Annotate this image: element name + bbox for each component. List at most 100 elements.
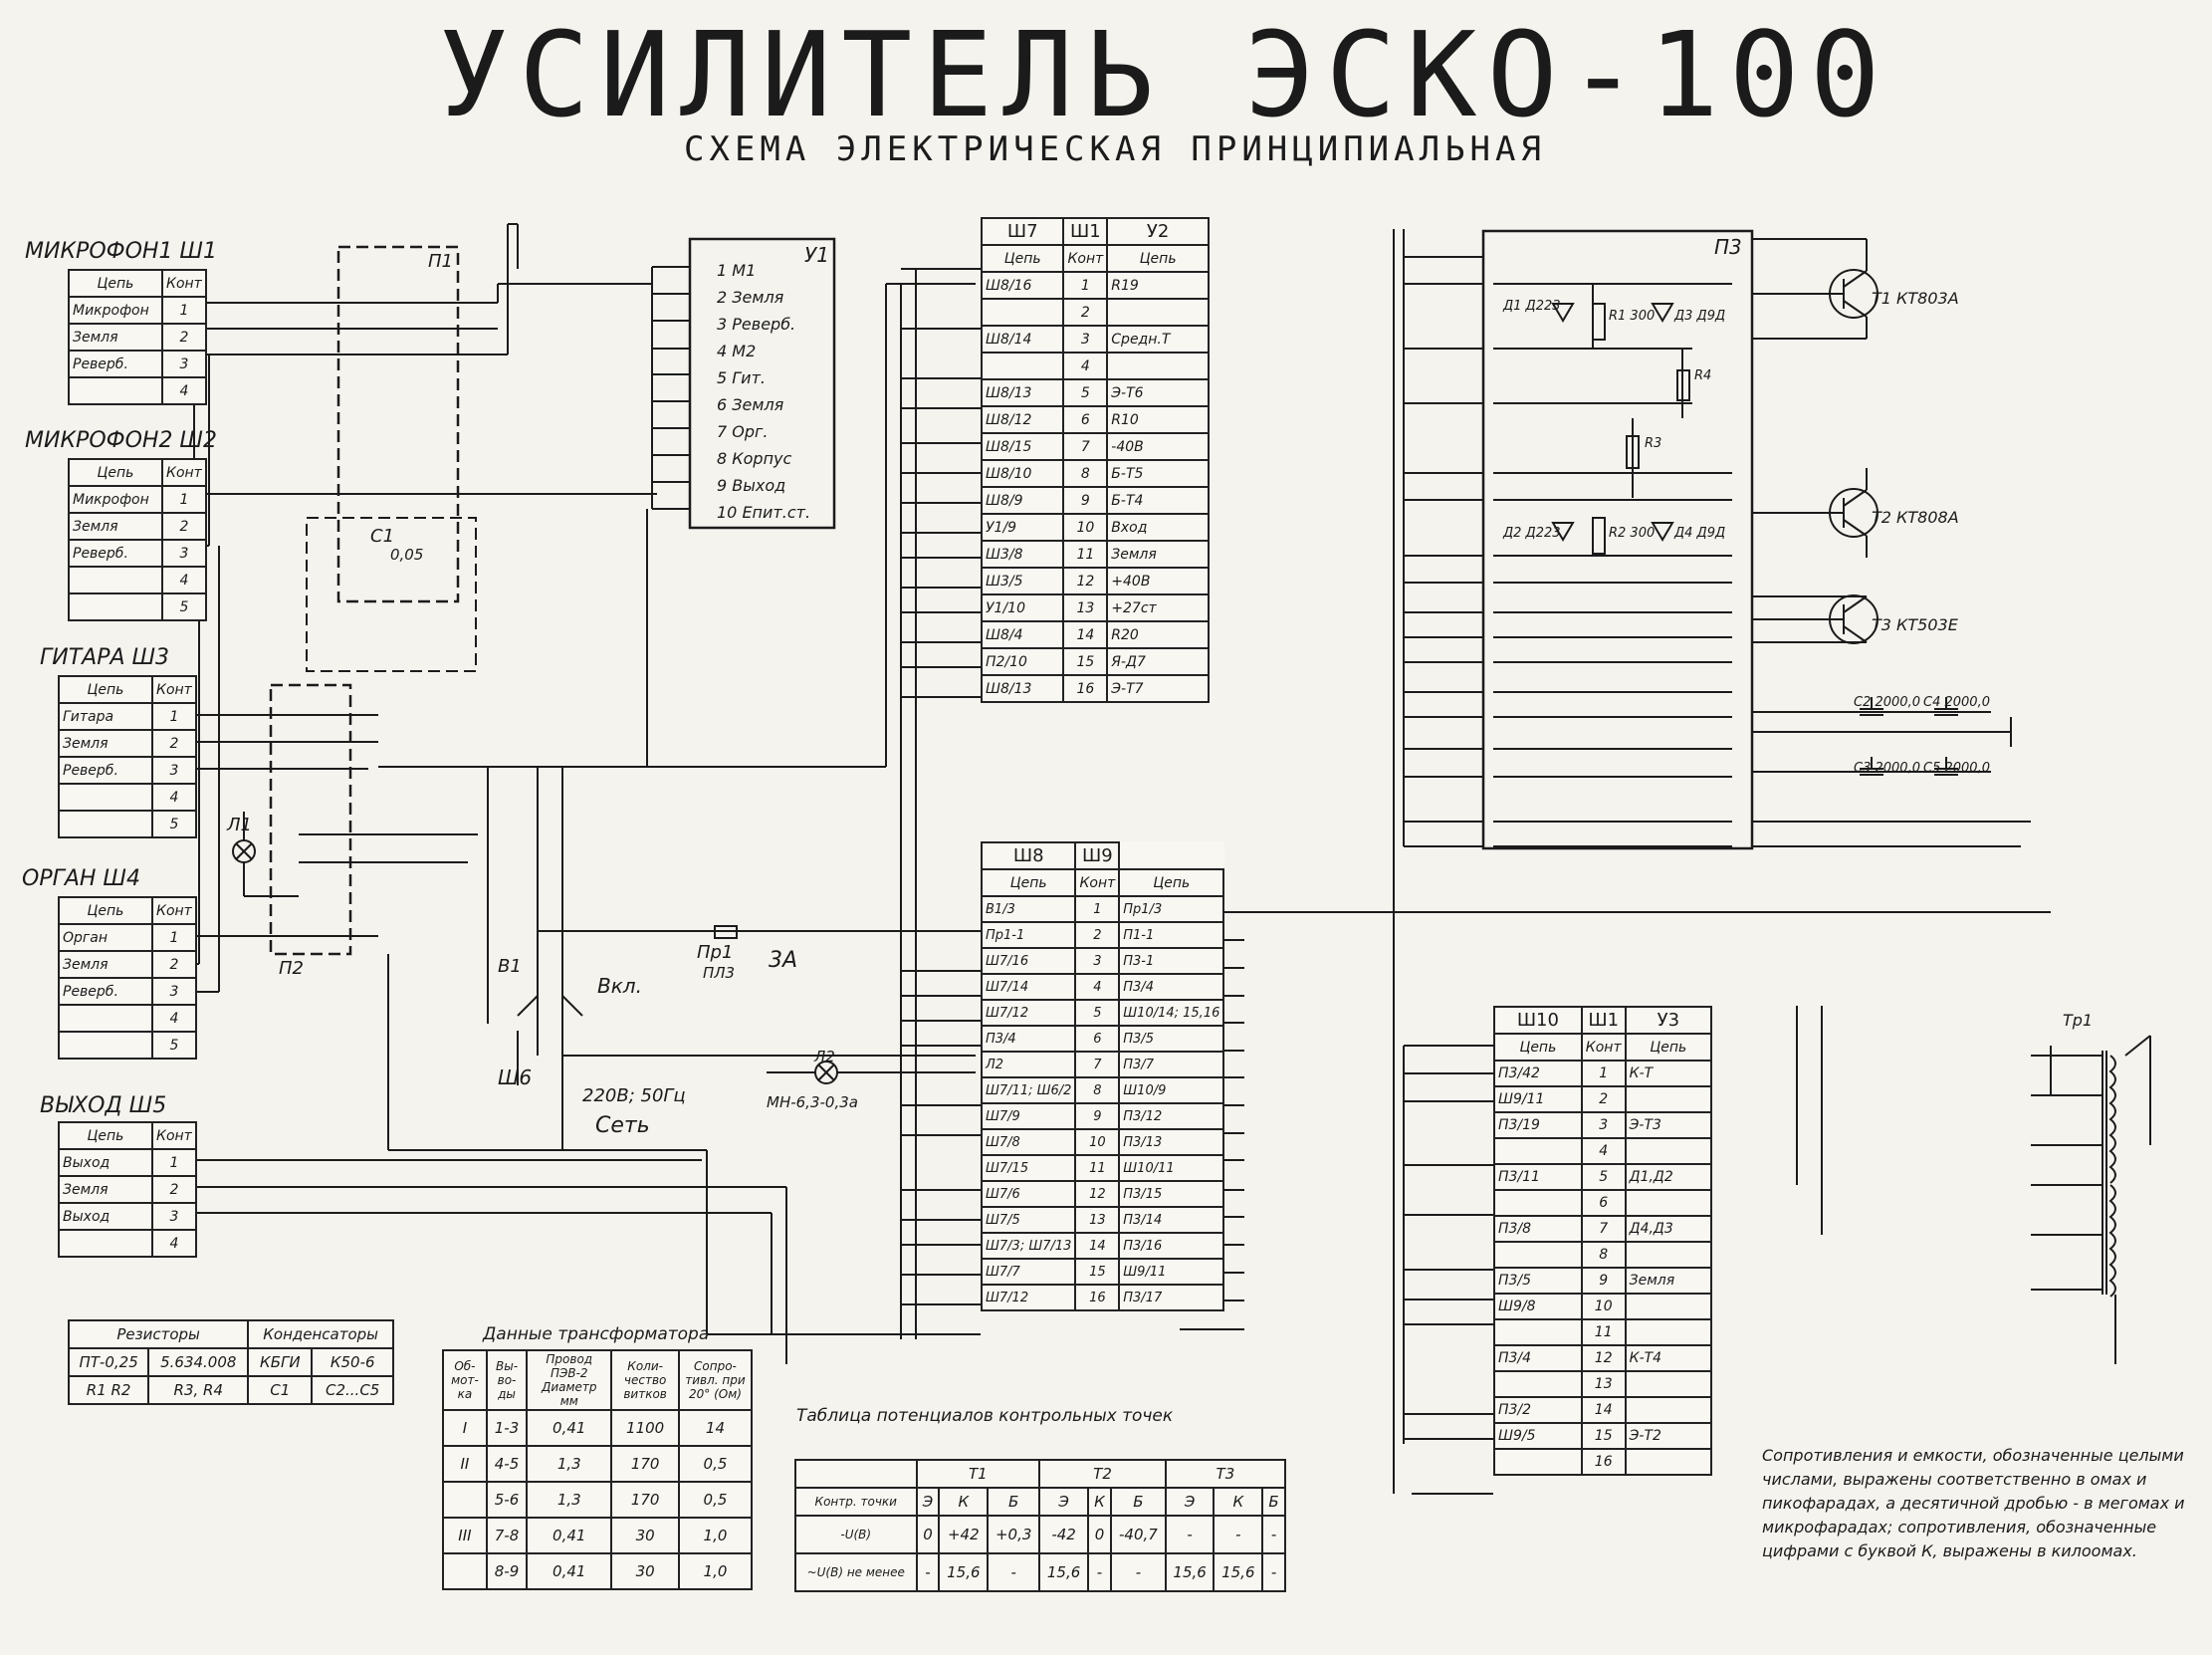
circuit-cell: П1-1 [1118,921,1225,949]
contact-cell: 12 [1062,567,1109,595]
column-header: К [1213,1487,1264,1517]
component-cell: 5.634.008 [147,1347,250,1377]
circuit-cell: П3/14 [1118,1206,1225,1234]
table-row: 4 [58,1004,197,1033]
fuse-rating: 3А [769,948,798,973]
circuit-cell: Ш9/11 [1118,1258,1225,1286]
contact-cell: 16 [1074,1284,1121,1311]
table-row: Реверб.3 [68,539,207,568]
column-header: К [1086,1487,1113,1517]
contact-cell: 2 [151,1175,197,1204]
contact-cell: 2 [161,323,207,352]
transformer-cell: III [442,1517,488,1554]
potential-cell: 0 [915,1515,941,1554]
contact-cell: 15 [1074,1258,1121,1286]
contact-cell: Конт [161,458,207,487]
circuit-cell [1624,1241,1713,1269]
potential-cell: - [1261,1552,1286,1592]
transformer-cell: 0,41 [526,1517,613,1554]
circuit-cell: В1/3 [980,895,1077,923]
circuit-cell [1493,1137,1583,1165]
contact-cell: 1 [161,485,207,514]
contact-cell: 11 [1074,1154,1121,1182]
contact-cell: 2 [151,950,197,979]
circuit-cell: Ш10/11 [1118,1154,1225,1182]
amplifier-u1-pin: 5 Гит. [717,368,766,387]
contact-cell: 10 [1062,513,1109,542]
circuit-cell: Ш8/9 [980,486,1065,515]
contact-cell: 10 [1074,1128,1121,1156]
transformer-cell: 1-3 [485,1409,529,1447]
transformer-cell: 7-8 [485,1517,529,1554]
transformer-tr1-symbol [1752,821,2151,1364]
transistor-label: Т2 КТ808А [1872,508,1959,527]
circuit-cell: П3/17 [1118,1284,1225,1311]
contact-cell: 4 [1062,352,1109,380]
circuit-cell: Выход [58,1202,153,1231]
table-row: 11 [1493,1318,1713,1346]
contact-cell: 5 [1074,999,1121,1027]
contact-cell: 7 [1074,1051,1121,1078]
switch-b1-label: В1 [498,956,522,977]
potential-cell: - [1110,1552,1167,1592]
contact-cell: 8 [1074,1076,1121,1104]
contact-cell: 3 [161,350,207,378]
fuse-label: Пр1 [697,942,734,963]
circuit-cell: П3/5 [1493,1267,1583,1295]
potential-cell: 15,6 [1213,1552,1264,1592]
circuit-cell: +40В [1106,567,1210,595]
circuit-cell: У1/9 [980,513,1065,542]
circuit-cell: Земля [68,323,163,352]
transformer-cell: 4-5 [485,1445,529,1483]
contact-cell: 5 [151,1031,197,1060]
potential-cell: ~U(В) не менее [794,1552,918,1592]
component-cell: К50-6 [311,1347,394,1377]
column-header: Э [1164,1487,1216,1517]
circuit-cell [1624,1137,1713,1165]
circuit-cell: П3/7 [1118,1051,1225,1078]
contact-cell: 15 [1580,1422,1627,1450]
circuit-cell: Э-Т2 [1624,1422,1713,1450]
table-head-cell: Ш7 [980,217,1065,246]
contact-cell: 2 [1062,298,1109,327]
contact-cell: 1 [1074,895,1121,923]
potentials-table-title: Таблица потенциалов контрольных точек [796,1406,1174,1426]
resistor-r4 [1676,369,1690,401]
circuit-cell: П3/13 [1118,1128,1225,1156]
circuit-cell: Ш3/5 [980,567,1065,595]
contact-cell: 1 [151,702,197,731]
column-header: Конт [1062,244,1109,273]
circuit-cell: Ш8/13 [980,674,1065,703]
circuit-cell: П3-1 [1118,947,1225,975]
component-label: С3 2000,0 [1854,761,1920,776]
contact-cell: 5 [161,592,207,621]
transistor-t2-symbol [1752,488,1879,538]
circuit-cell: Ш9/5 [1493,1422,1583,1450]
component-label: С5 2000,0 [1923,761,1990,776]
contact-cell: 11 [1062,540,1109,569]
contact-cell: 7 [1580,1215,1627,1243]
table-row: 4 [1493,1137,1713,1165]
transformer-cell: 0,5 [677,1445,754,1483]
circuit-cell [1624,1448,1713,1476]
transformer-cell: 170 [610,1481,680,1519]
mains-voltage-label: 220В; 50Гц [582,1085,686,1106]
transformer-cell: 1,0 [677,1517,754,1554]
contact-cell: 14 [1062,620,1109,649]
component-label: Д2 Д223 [1503,526,1561,541]
potential-cell: 15,6 [938,1552,990,1592]
circuit-cell [58,783,153,812]
